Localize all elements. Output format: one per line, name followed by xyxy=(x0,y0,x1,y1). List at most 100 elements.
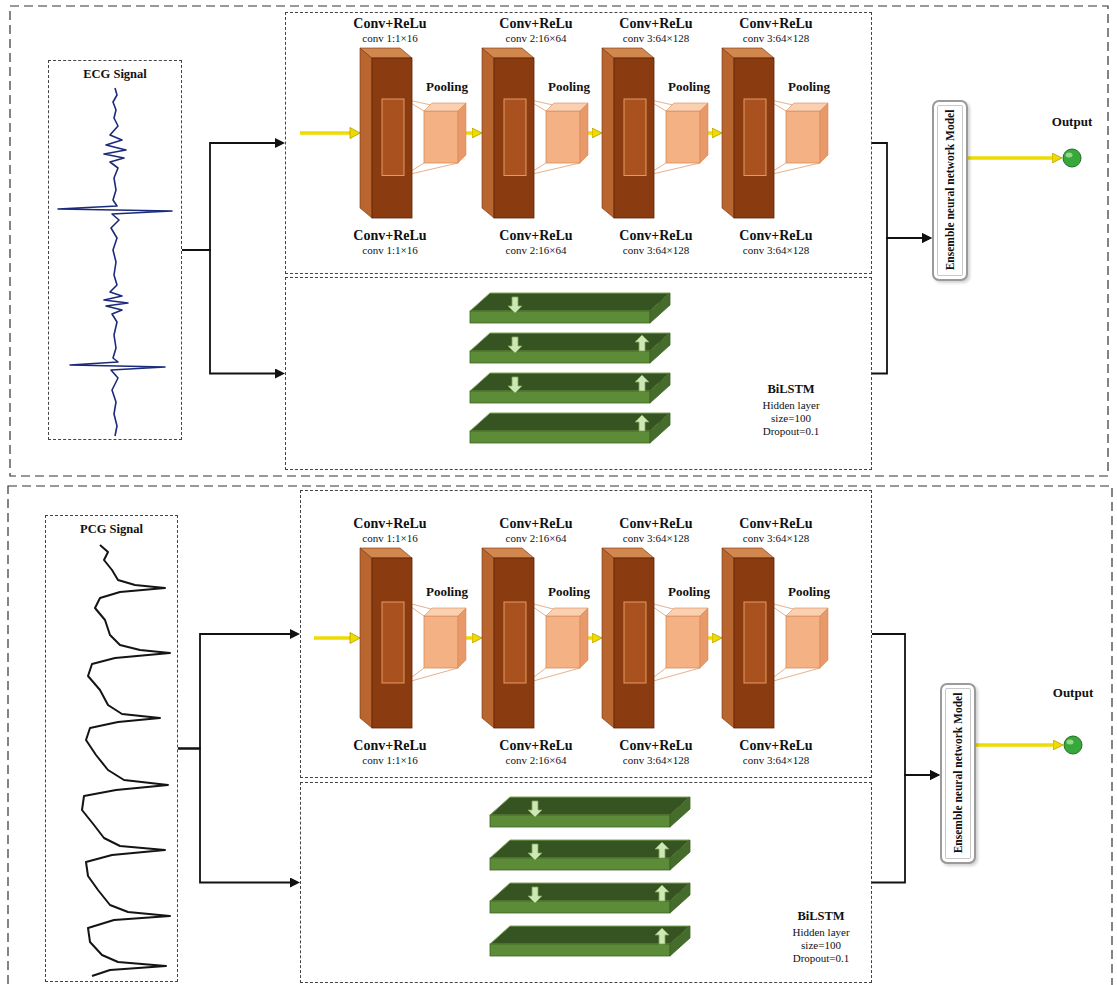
slab-side-face xyxy=(482,548,494,728)
cube-side-face xyxy=(580,608,588,668)
cube-front-face xyxy=(546,111,580,163)
ecg-waveform xyxy=(58,88,172,436)
input-arrow xyxy=(300,131,352,135)
pooling-layer: Pooling xyxy=(786,608,828,668)
conv-slab xyxy=(360,48,412,218)
layer-title: Conv+ReLu xyxy=(499,228,572,244)
conv-layer: Conv+ReLuconv 2:16×64Conv+ReLuconv 2:16×… xyxy=(482,548,534,728)
up-arrow xyxy=(655,885,669,901)
bilstm-layer-slab xyxy=(470,413,670,443)
layer-spec: conv 1:1×16 xyxy=(362,754,417,767)
pooling-layer: Pooling xyxy=(546,103,588,163)
cnn-branch-box: Conv+ReLuconv 1:1×16Conv+ReLuconv 1:1×16… xyxy=(285,12,872,274)
layer-title: Conv+ReLu xyxy=(499,738,572,754)
pooling-layer: Pooling xyxy=(666,103,708,163)
layer-spec: conv 1:1×16 xyxy=(362,244,417,257)
slab-side-face xyxy=(722,48,734,218)
cube-side-face xyxy=(580,103,588,163)
layer-spec: conv 3:64×128 xyxy=(743,244,809,257)
up-arrow xyxy=(635,375,649,391)
circle-highlight xyxy=(1067,740,1074,745)
connector-arrow xyxy=(872,238,926,374)
conv-slab xyxy=(482,548,534,728)
conv-layer: Conv+ReLuconv 3:64×128Conv+ReLuconv 3:64… xyxy=(722,548,774,728)
slab-top-face xyxy=(722,548,774,558)
pooling-cube xyxy=(666,608,708,668)
layer-title: Conv+ReLu xyxy=(353,228,426,244)
cube-side-face xyxy=(458,103,466,163)
cube-side-face xyxy=(820,103,828,163)
connector-arrow xyxy=(466,636,476,640)
pooling-label: Pooling xyxy=(548,584,590,600)
bilstm-layer-slab xyxy=(470,333,670,363)
signal-box: ECG Signal xyxy=(48,60,182,440)
slab-top-face xyxy=(722,48,774,58)
down-arrow xyxy=(508,377,522,393)
slab-window xyxy=(624,602,646,683)
ensemble-label: Ensemble neural network Model xyxy=(951,693,965,854)
output-circle xyxy=(1063,149,1081,167)
pooling-layer: Pooling xyxy=(424,608,466,668)
pooling-label: Pooling xyxy=(788,584,830,600)
layer-title: Conv+ReLu xyxy=(619,16,692,32)
slab-front-face xyxy=(372,58,412,218)
connector-arrow xyxy=(708,131,716,135)
bilstm-title: BiLSTM xyxy=(781,909,861,924)
slab-window xyxy=(504,99,526,176)
connector-arrow xyxy=(976,743,1057,747)
slab-front-face xyxy=(734,558,774,728)
conv-layer: Conv+ReLuconv 1:1×16Conv+ReLuconv 1:1×16 xyxy=(360,48,412,218)
layer-title: Conv+ReLu xyxy=(499,16,572,32)
panel-frame xyxy=(10,6,1108,476)
slab-window xyxy=(744,602,766,683)
connector-arrow xyxy=(466,131,476,135)
signal-title: ECG Signal xyxy=(83,67,147,82)
output-node: Output xyxy=(1063,735,1083,755)
down-arrow xyxy=(508,337,522,353)
slab-side-face xyxy=(722,548,734,728)
slab-top-face xyxy=(360,548,412,558)
connector-arrow xyxy=(872,775,934,883)
slab-top-face xyxy=(602,48,654,58)
layer-spec: conv 2:16×64 xyxy=(506,532,567,545)
up-arrow xyxy=(635,415,649,431)
layer-title: Conv+ReLu xyxy=(739,738,812,754)
cube-front-face xyxy=(666,111,700,163)
panel-frame xyxy=(8,486,1112,985)
layer-title: Conv+ReLu xyxy=(353,516,426,532)
layer-spec: conv 2:16×64 xyxy=(506,244,567,257)
bilstm-layer-slab xyxy=(490,840,690,870)
bilstm-branch-box: BiLSTMHidden layer size=100 Dropout=0.1 xyxy=(300,782,872,983)
layer-title: Conv+ReLu xyxy=(739,516,812,532)
layer-spec: conv 3:64×128 xyxy=(743,532,809,545)
layer-title: Conv+ReLu xyxy=(353,738,426,754)
slab-top-face xyxy=(602,548,654,558)
slab-front-face xyxy=(734,58,774,218)
layer-title: Conv+ReLu xyxy=(739,228,812,244)
cube-front-face xyxy=(786,111,820,163)
bilstm-branch-box: BiLSTMHidden layer size=100 Dropout=0.1 xyxy=(285,277,872,470)
pooling-layer: Pooling xyxy=(786,103,828,163)
conv-layer: Conv+ReLuconv 3:64×128Conv+ReLuconv 3:64… xyxy=(722,48,774,218)
pooling-label: Pooling xyxy=(426,584,468,600)
cube-front-face xyxy=(546,616,580,668)
pooling-layer: Pooling xyxy=(666,608,708,668)
input-arrow-head xyxy=(350,128,360,139)
pooling-cube xyxy=(666,103,708,163)
bilstm-layer-slab xyxy=(490,883,690,913)
pooling-label: Pooling xyxy=(548,79,590,95)
conv-layer: Conv+ReLuconv 1:1×16Conv+ReLuconv 1:1×16 xyxy=(360,548,412,728)
input-arrow xyxy=(314,636,352,640)
slab-front-face xyxy=(614,558,654,728)
pooling-cube xyxy=(786,103,828,163)
ensemble-box: Ensemble neural network Model xyxy=(940,683,976,864)
circle-highlight xyxy=(1066,153,1073,158)
bilstm-layer-slab xyxy=(490,797,690,827)
bilstm-params: Hidden layer size=100 Dropout=0.1 xyxy=(751,399,831,438)
conv-slab xyxy=(602,548,654,728)
layer-spec: conv 3:64×128 xyxy=(623,754,689,767)
pooling-label: Pooling xyxy=(668,79,710,95)
cube-front-face xyxy=(666,616,700,668)
slab-side-face xyxy=(360,48,372,218)
